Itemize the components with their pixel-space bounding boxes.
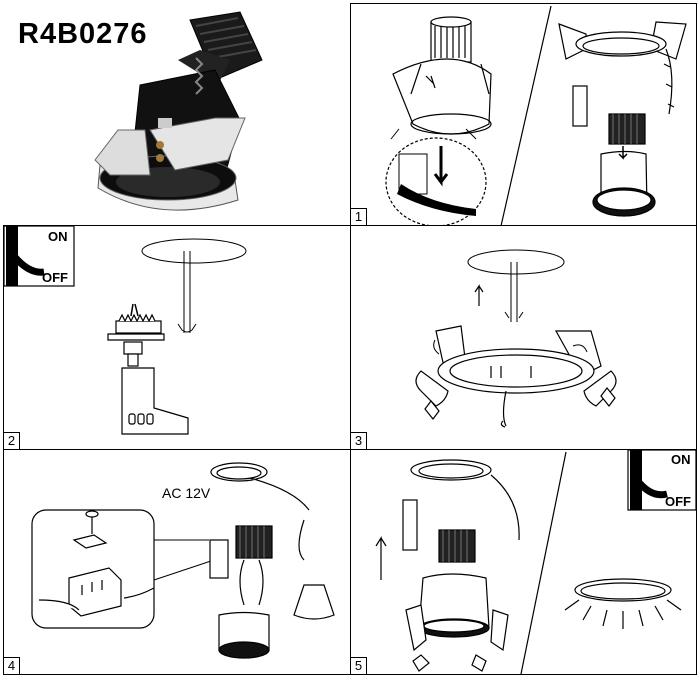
step-4-panel: AC 12V 4 <box>3 449 351 675</box>
driver-box <box>209 525 335 659</box>
divider-line <box>500 5 552 225</box>
ceiling-hole <box>141 238 247 333</box>
zoom-detail <box>385 128 487 225</box>
step-number: 2 <box>4 432 20 449</box>
light-fixture-on <box>564 578 682 629</box>
step-number: 5 <box>351 657 367 674</box>
power-switch-icon: ON OFF <box>4 226 75 287</box>
down-arrow-icon <box>433 146 449 187</box>
switch-off-label: OFF <box>665 494 691 509</box>
model-code: R4B0276 <box>18 18 148 50</box>
switch-on-label: ON <box>671 452 691 467</box>
fixture-exploded <box>558 21 687 217</box>
switch-on-label: ON <box>48 229 68 244</box>
step-5-panel: ON OFF 5 <box>350 449 697 675</box>
trim-ring-clips <box>435 325 602 428</box>
ceiling-hole <box>210 462 310 561</box>
voltage-label: AC 12V <box>162 485 211 501</box>
switch-off-label: OFF <box>42 270 68 285</box>
connector-detail <box>31 509 155 629</box>
step-number: 3 <box>351 432 367 449</box>
divider-line <box>520 451 567 674</box>
ceiling-hole <box>467 249 565 322</box>
callout-lines <box>153 539 215 581</box>
up-arrow-icon <box>474 284 484 306</box>
driver-unit <box>107 303 189 435</box>
product-header: R4B0276 <box>0 0 350 225</box>
hands-illustration <box>415 370 617 420</box>
heatsink-illustration <box>178 11 263 85</box>
fixture-installed <box>392 16 492 135</box>
step-2-panel: ON OFF 2 <box>3 225 351 450</box>
product-photo <box>94 11 263 211</box>
power-switch-icon: ON OFF <box>627 450 696 511</box>
step-3-panel: 3 <box>350 225 697 450</box>
fixture-assembly <box>402 459 520 672</box>
step-1-panel: 1 <box>350 3 697 226</box>
up-arrow-icon <box>375 535 387 580</box>
step-number: 4 <box>4 657 20 674</box>
step-number: 1 <box>351 208 367 225</box>
